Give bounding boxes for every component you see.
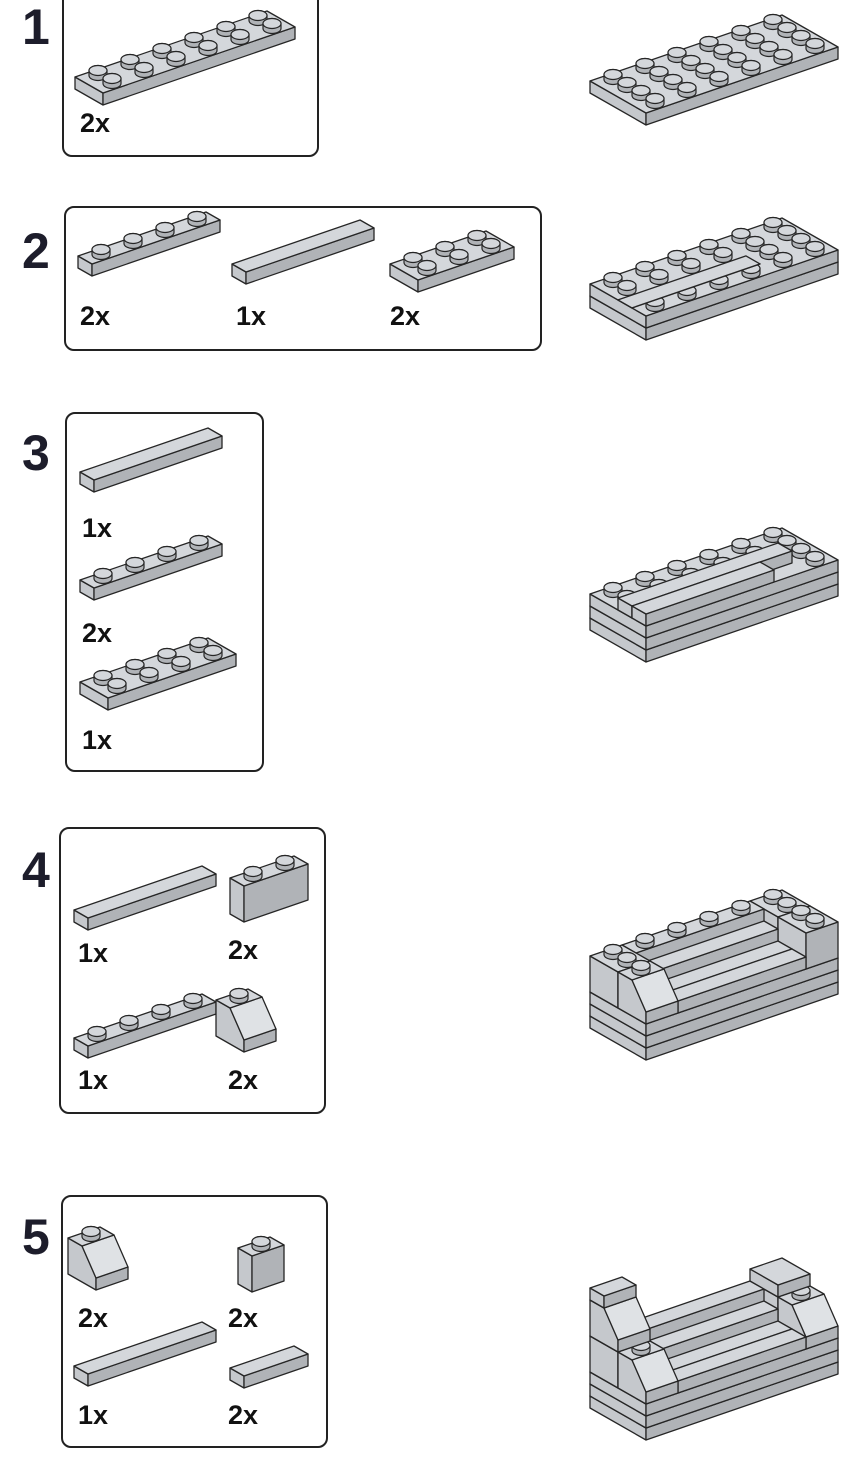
- part-tile-1x4: [231, 219, 375, 285]
- brick-piece: [389, 229, 515, 293]
- part-quantity: 2x: [228, 1065, 259, 1095]
- tile-piece: [589, 1276, 637, 1309]
- part-quantity: 1x: [82, 513, 113, 543]
- tile-piece: [631, 561, 775, 627]
- slope-brick: [215, 987, 277, 1053]
- part-tile-1x4: [79, 427, 223, 493]
- brick-piece: [79, 534, 223, 601]
- tile-piece: [749, 1257, 811, 1298]
- brick-piece: [79, 636, 237, 711]
- tile-piece: [73, 865, 217, 931]
- part-slope-2x1: [67, 1225, 129, 1291]
- part-quantity: 2x: [228, 1400, 259, 1430]
- part-quantity: 1x: [82, 725, 113, 755]
- part-quantity: 2x: [228, 935, 259, 965]
- part-quantity: 2x: [82, 618, 113, 648]
- part-quantity: 2x: [78, 1303, 109, 1333]
- part-quantity: 2x: [390, 301, 421, 331]
- brick-piece: [77, 210, 221, 277]
- part-quantity: 1x: [78, 938, 109, 968]
- part-plate-1x4: [73, 992, 217, 1059]
- part-brick-1x1: [237, 1235, 285, 1293]
- step-number: 2: [22, 223, 50, 279]
- tile-piece: [231, 219, 375, 285]
- part-quantity: 1x: [236, 301, 267, 331]
- part-plate-2x3: [389, 229, 515, 293]
- slope-brick: [617, 959, 679, 1025]
- part-tile-1x4: [73, 865, 217, 931]
- part-quantity: 1x: [78, 1400, 109, 1430]
- part-plate-2x6: [74, 9, 296, 106]
- step-number: 4: [22, 842, 50, 898]
- brick-piece: [73, 992, 217, 1059]
- brick-piece: [74, 9, 296, 106]
- part-slope-2x1: [215, 987, 277, 1053]
- parts-callout: [64, 206, 542, 351]
- part-plate-2x4: [79, 636, 237, 711]
- assembly-step-1: [589, 13, 839, 126]
- assembly-step-5: [589, 1257, 839, 1441]
- part-quantity: 2x: [228, 1303, 259, 1333]
- step-number: 3: [22, 425, 50, 481]
- tile-piece: [229, 1345, 309, 1389]
- tile-piece: [617, 255, 761, 309]
- part-tile-1x4: [73, 1321, 217, 1387]
- slope-brick: [67, 1225, 129, 1291]
- tile-piece: [79, 427, 223, 493]
- part-plate-1x4: [77, 210, 221, 277]
- assembly-step-4: [589, 888, 839, 1061]
- step-number: 5: [22, 1209, 50, 1265]
- part-quantity: 1x: [78, 1065, 109, 1095]
- brick-piece: [237, 1235, 285, 1293]
- tile-piece: [73, 1321, 217, 1387]
- step-number: 1: [22, 0, 50, 55]
- part-plate-1x4: [79, 534, 223, 601]
- assembly-step-2: [589, 216, 839, 341]
- part-quantity: 2x: [80, 108, 111, 138]
- assembly-step-3: [589, 526, 839, 663]
- brick-piece: [589, 13, 839, 126]
- part-brick-1x2: [229, 854, 309, 923]
- brick-piece: [229, 854, 309, 923]
- part-tile-1x2: [229, 1345, 309, 1389]
- part-quantity: 2x: [80, 301, 111, 331]
